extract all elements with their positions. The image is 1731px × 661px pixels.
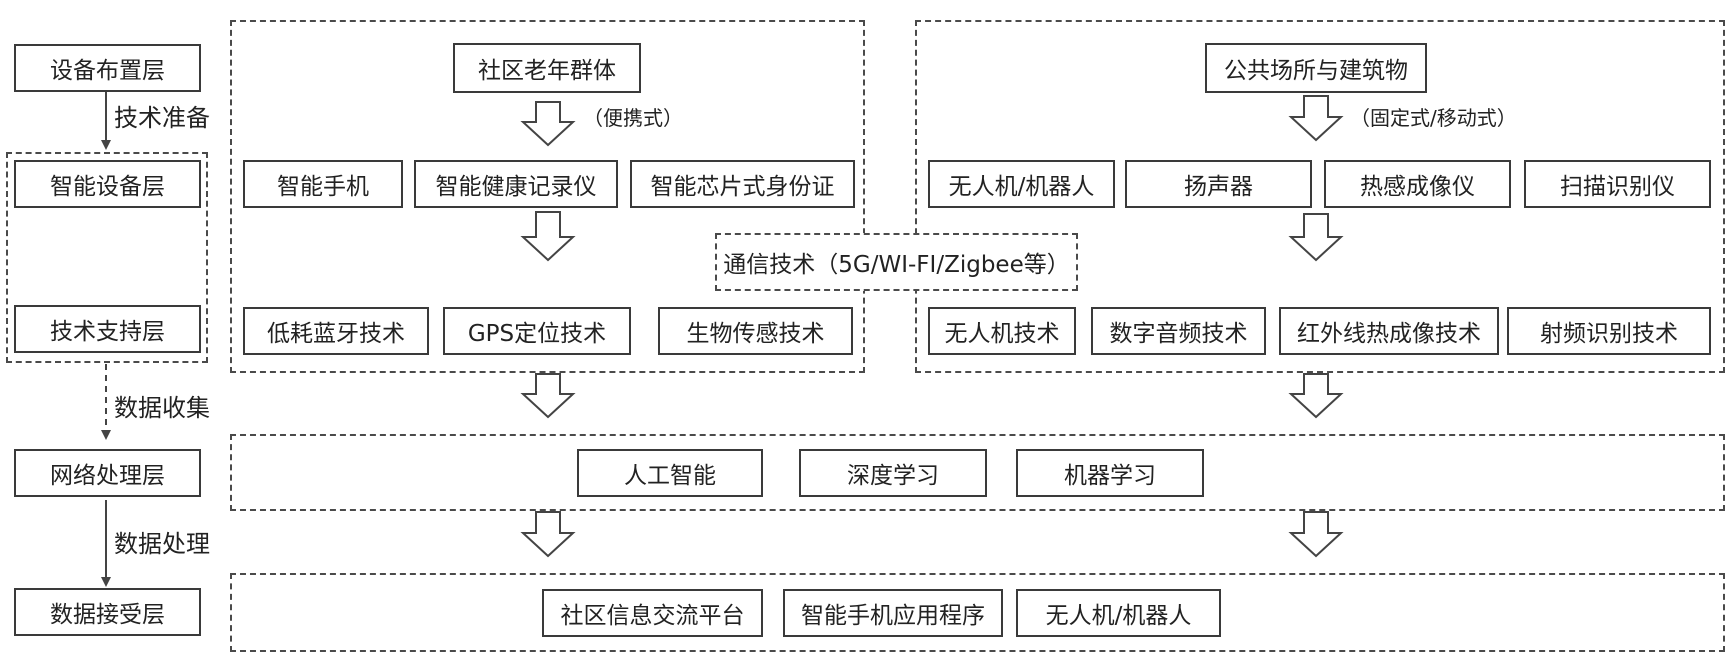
tech-digital-audio: 数字音频技术 xyxy=(1091,307,1266,355)
hollow-arrow-right-2 xyxy=(1288,213,1344,262)
hollow-arrow-left-1 xyxy=(520,101,576,147)
label-data-collect: 数据收集 xyxy=(114,394,210,422)
net-ai: 人工智能 xyxy=(577,449,763,497)
dashed-group-smart-tech xyxy=(6,152,208,363)
hollow-arrow-left-3 xyxy=(520,373,576,419)
dashed-group-elderly xyxy=(230,20,865,373)
portable-note: （便携式） xyxy=(583,106,683,130)
tech-ble: 低耗蓝牙技术 xyxy=(243,307,429,355)
label-data-process: 数据处理 xyxy=(114,530,210,558)
tech-gps: GPS定位技术 xyxy=(443,307,631,355)
device-scanner: 扫描识别仪 xyxy=(1524,160,1711,208)
net-machine-learning: 机器学习 xyxy=(1016,449,1204,497)
tech-drone: 无人机技术 xyxy=(928,307,1076,355)
communication-tech: 通信技术（5G/WI-FI/Zigbee等） xyxy=(715,233,1078,291)
tech-rfid: 射频识别技术 xyxy=(1507,307,1711,355)
layer-data-receive: 数据接受层 xyxy=(14,588,201,636)
tech-biosensor: 生物传感技术 xyxy=(658,307,853,355)
hollow-arrow-left-4 xyxy=(520,511,576,558)
layer-device-layout: 设备布置层 xyxy=(14,44,201,92)
label-tech-prep: 技术准备 xyxy=(114,104,210,132)
device-drone-robot: 无人机/机器人 xyxy=(928,160,1115,208)
device-thermal-imager: 热感成像仪 xyxy=(1324,160,1511,208)
hollow-arrow-left-2 xyxy=(520,211,576,262)
net-deep-learning: 深度学习 xyxy=(799,449,987,497)
device-smartphone: 智能手机 xyxy=(243,160,403,208)
layer-smart-device: 智能设备层 xyxy=(14,160,201,208)
dashed-group-network xyxy=(230,434,1725,511)
dashed-group-receive xyxy=(230,573,1725,652)
device-speaker: 扬声器 xyxy=(1125,160,1312,208)
device-health-recorder: 智能健康记录仪 xyxy=(414,160,618,208)
dashed-group-public xyxy=(915,20,1725,373)
layer-network: 网络处理层 xyxy=(14,449,201,497)
fixed-mobile-note: （固定式/移动式） xyxy=(1350,106,1517,130)
recv-community-platform: 社区信息交流平台 xyxy=(542,589,763,637)
hollow-arrow-right-3 xyxy=(1288,373,1344,419)
hollow-arrow-right-1 xyxy=(1288,95,1344,142)
recv-drone-robot: 无人机/机器人 xyxy=(1016,589,1221,637)
device-chip-id: 智能芯片式身份证 xyxy=(630,160,855,208)
tech-infrared: 红外线热成像技术 xyxy=(1279,307,1499,355)
recv-smartphone-app: 智能手机应用程序 xyxy=(783,589,1003,637)
hollow-arrow-right-4 xyxy=(1288,511,1344,558)
elderly-title: 社区老年群体 xyxy=(453,43,641,93)
layer-tech-support: 技术支持层 xyxy=(14,305,201,353)
public-title: 公共场所与建筑物 xyxy=(1205,43,1427,93)
